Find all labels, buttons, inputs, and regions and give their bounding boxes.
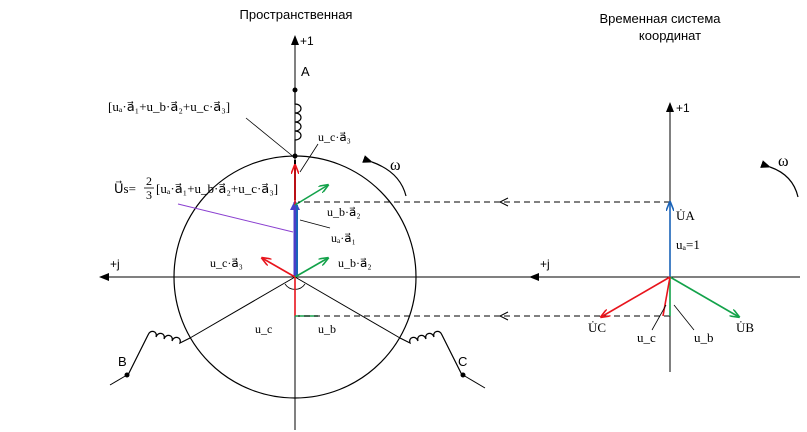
- ub-label: u_b: [318, 322, 336, 336]
- phase-c-label: C: [458, 354, 467, 369]
- sum-bracket-label: [uₐ·a⃗₁+u_b·a⃗₂+u_c·a⃗₃]: [108, 99, 230, 114]
- ub-phasor: [669, 276, 739, 317]
- ub-leader: [673, 304, 695, 331]
- ub-a2-mid-vector: [294, 258, 328, 278]
- ua-phasor-label: U̇A: [676, 208, 695, 223]
- uc-label: u_c: [255, 322, 272, 336]
- phase-b-lead: [109, 374, 128, 386]
- right-ub-label: u_b: [694, 330, 714, 345]
- phase-c-coil-icon: [399, 330, 463, 376]
- right-rotation-arrow: [760, 160, 799, 198]
- uc-a3-top-label: u_c·a⃗₃: [318, 130, 351, 144]
- ub-phasor-label: U̇B: [736, 320, 754, 335]
- ua-a1-leader: [299, 219, 331, 229]
- uc-phasor: [601, 276, 671, 317]
- ub-a2-top-label: u_b·a⃗₂: [327, 205, 361, 219]
- right-axis-j-label: +j: [540, 257, 550, 271]
- right-title-line2: координат: [639, 28, 701, 43]
- us-fraction-den: 3: [146, 188, 152, 202]
- phase-a-terminal: [292, 87, 298, 93]
- sum-bracket-leader: [245, 117, 296, 159]
- left-axis-j-label: +j: [110, 257, 120, 271]
- projection-arrow-top-icon: [498, 197, 509, 207]
- spatial-diagram: Пространственная +j +1 A B C ω: [99, 7, 535, 430]
- ub-a2-top-vector: [294, 185, 328, 206]
- time-diagram: Временная система координат +j +1 ω U̇A …: [529, 11, 800, 372]
- phase-c-lead: [462, 374, 486, 389]
- right-title-line1: Временная система: [599, 11, 721, 26]
- us-bracket-label: [uₐ·a⃗₁+u_b·a⃗₂+u_c·a⃗₃]: [156, 181, 278, 196]
- right-axis-1-label: +1: [676, 101, 690, 115]
- ua-eq-label: uₐ=1: [676, 237, 700, 252]
- us-prefix-label: U⃗s=: [114, 181, 136, 196]
- left-omega: ω: [390, 157, 401, 174]
- phase-c-axis: [294, 276, 401, 339]
- projection-arrow-bottom-icon: [498, 311, 509, 321]
- ua-a1-label: uₐ·a⃗₁: [331, 231, 356, 245]
- phase-b-label: B: [118, 354, 127, 369]
- right-uc-label: u_c: [637, 330, 656, 345]
- uc-leader: [651, 304, 667, 331]
- left-axis-1-label: +1: [300, 34, 314, 48]
- phase-b-axis: [189, 276, 296, 339]
- right-omega: ω: [778, 153, 789, 170]
- uc-a3-mid-vector: [262, 258, 296, 278]
- uc-projection: [662, 276, 671, 317]
- us-leader: [177, 203, 294, 233]
- phase-a-label: A: [301, 64, 310, 79]
- phase-a-coil-icon: [294, 92, 302, 156]
- us-fraction-num: 2: [146, 174, 152, 188]
- ub-a2-mid-label: u_b·a⃗₂: [338, 256, 372, 270]
- uc-a3-mid-label: u_c·a⃗₃: [210, 256, 243, 270]
- left-title: Пространственная: [240, 7, 353, 22]
- uc-a3-top-leader: [299, 143, 319, 173]
- left-rotation-arrow: [362, 155, 407, 197]
- uc-phasor-label: U̇C: [588, 320, 606, 335]
- phase-b-coil-icon: [127, 330, 191, 376]
